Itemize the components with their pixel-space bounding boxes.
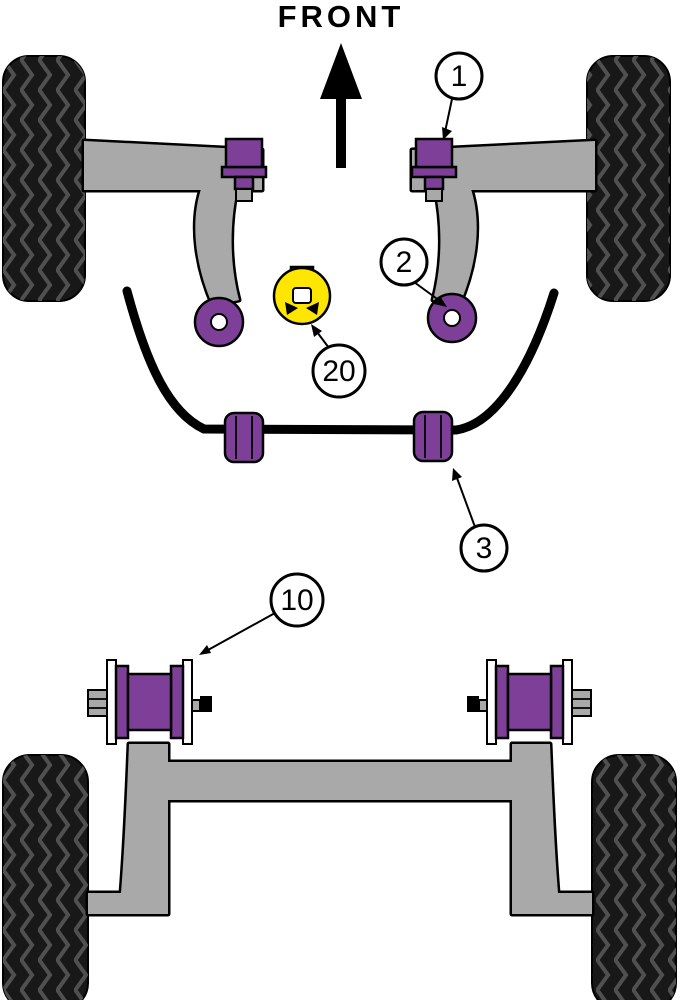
leader-arrow-icon (434, 296, 447, 307)
callout-circle (434, 51, 484, 101)
bush-body (223, 411, 265, 464)
front-right-control-arm (409, 138, 598, 309)
callout-1: 1 (434, 51, 484, 140)
bush-body (412, 410, 454, 463)
rear-beam-bush-left (87, 659, 212, 745)
bush-nut (425, 188, 443, 202)
tire-tread (587, 56, 670, 301)
bracket-block (200, 696, 212, 712)
callout-20: 20 (311, 324, 367, 399)
front-upper-bush-right (410, 137, 458, 202)
bush-flange (494, 664, 510, 740)
bush-body (126, 672, 173, 732)
leader-arrow-icon (452, 468, 462, 481)
arb-bush-right (412, 410, 454, 463)
bolt-stub (191, 699, 201, 712)
bracket-block (467, 696, 479, 712)
bush-flange (410, 165, 458, 179)
arrow-head-icon (320, 43, 362, 99)
callout-circle (311, 343, 367, 399)
leader-line (413, 281, 441, 302)
axle-fill (88, 744, 592, 914)
leader-arrow-icon (311, 324, 322, 337)
rear-beam-axle (85, 741, 595, 917)
callout-circle (379, 237, 429, 287)
bush-waist (233, 175, 255, 191)
washer-plate (182, 659, 193, 745)
bush-body (414, 137, 454, 169)
bush-body (224, 137, 264, 169)
leader-line (316, 331, 330, 349)
callout-3: 3 (452, 468, 509, 573)
tire-tread (3, 56, 85, 301)
bush-bore (443, 309, 461, 327)
callout-2: 2 (379, 237, 447, 307)
insert-wing-right (306, 302, 319, 315)
bolt-nut (87, 689, 108, 717)
bush-flange (549, 664, 565, 740)
arrow-shaft (336, 96, 346, 168)
bush-flange (114, 664, 130, 740)
rear-right-tire (591, 754, 677, 1000)
callout-circle (459, 523, 509, 573)
callout-number: 3 (476, 532, 493, 565)
bush-flange (169, 664, 185, 740)
callout-number: 10 (280, 584, 313, 617)
bush-waist (423, 175, 445, 191)
arm-fill (84, 141, 262, 306)
leader-arrow-icon (199, 645, 211, 655)
front-label: FRONT (278, 0, 405, 34)
front-left-control-arm (81, 138, 265, 309)
mount-insert (272, 265, 332, 326)
washer-plate (562, 659, 573, 745)
tire-tread (3, 755, 88, 1000)
front-direction-arrow (320, 43, 362, 168)
front-right-tire (586, 55, 671, 302)
callout-10: 10 (199, 572, 325, 655)
insert-wing-left (285, 302, 298, 315)
callout-number: 1 (451, 60, 468, 93)
rear-left-tire (2, 754, 89, 1000)
arm-fill (412, 141, 595, 306)
washer-plate (486, 659, 497, 745)
leader-line (207, 612, 276, 651)
front-left-tire (2, 55, 86, 302)
arb-bush-left (223, 411, 265, 464)
front-upper-bush-left (220, 137, 268, 202)
bush-flange (220, 165, 268, 179)
anti-roll-bar (122, 286, 559, 435)
bolt-stub (478, 699, 488, 712)
callout-circle (269, 572, 325, 628)
bush-bore (210, 313, 228, 331)
callout-number: 20 (322, 355, 355, 388)
front-arm-rear-bush-right (426, 292, 478, 344)
callout-number: 2 (396, 246, 413, 279)
tire-tread (592, 755, 676, 1000)
front-arm-rear-bush-left (193, 296, 245, 348)
insert-bore (292, 287, 312, 304)
leader-arrow-icon (442, 127, 452, 140)
leader-line (456, 477, 476, 528)
bush-body (506, 672, 553, 732)
leader-line (444, 98, 453, 133)
washer-plate (106, 659, 117, 745)
rear-beam-bush-right (467, 659, 592, 745)
bolt-nut (571, 689, 592, 717)
bush-nut (235, 188, 253, 202)
